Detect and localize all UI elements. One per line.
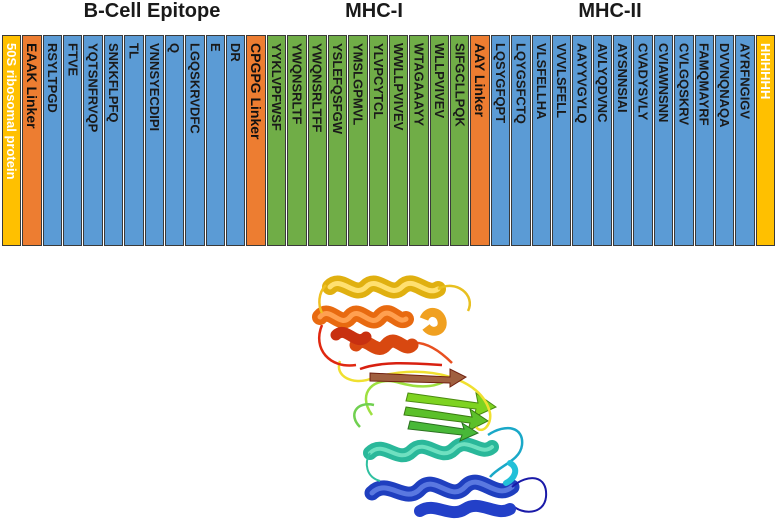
segment-mhc1: WWLLPVIVEV (389, 35, 409, 246)
segment-label: AYRFNGIGV (737, 43, 753, 120)
segment-label: VVVLSFELL (554, 43, 570, 119)
helix-orange (312, 305, 419, 355)
segment-bcell: RSYLTPGD (42, 35, 63, 246)
segment-bcell: SNKKFLPFQ (103, 35, 124, 246)
segment-label: WWLLPVIVEV (391, 43, 407, 131)
segment-label: WLLPVIVEV (431, 43, 447, 119)
helix-yellow (318, 275, 471, 336)
segment-mhc2: FAMQMAYRF (694, 35, 714, 246)
segment-label: WTAGAAAYY (411, 43, 427, 127)
segment-label: AAY Linker (472, 43, 489, 117)
segment-mhc1: YLVPCYTCL (368, 35, 388, 246)
segment-label: CPGPG Linker (248, 43, 265, 140)
segment-bcell: VNNSYECDIPI (144, 35, 164, 246)
bcell-epitope-heading: B-Cell Epitope (83, 0, 221, 22)
segment-mhc2: CVADYSVLY (633, 35, 653, 246)
segment-bcell: LGQSKRVDFC (185, 35, 205, 246)
segment-mhc2: CVIAWNSNN (653, 35, 674, 246)
coil-cyan (487, 426, 524, 486)
segment-mhc1: YYKLVPFWSF (266, 35, 287, 246)
beta-sheet-green (353, 376, 498, 442)
coil-yellow-red (318, 324, 492, 432)
segment-bcell: Q (164, 35, 185, 246)
helix-teal (363, 437, 499, 482)
segment-mhc1: YSLEFQSFGW (327, 35, 348, 246)
segment-label: RSYLTPGD (44, 43, 60, 113)
segment-mhc1: SIFGCLLPQK (450, 35, 470, 246)
segment-start: 50S ribosomal protein (2, 35, 22, 246)
segment-label: CVIAWNSNN (655, 43, 671, 123)
segment-label: SNKKFLPFQ (106, 43, 121, 123)
segment-bcell: E (205, 35, 226, 246)
segment-label: HHHHHH (757, 43, 773, 100)
segment-linker: CPGPG Linker (246, 35, 266, 246)
segment-mhc2: AVLYQDVNC (592, 35, 613, 246)
helix-blue (364, 474, 548, 519)
segment-mhc1: YWQNSRLTFF (307, 35, 327, 246)
segment-label: YQTSNFRVQP (85, 43, 101, 133)
segment-linker: EAAK Linker (22, 35, 42, 246)
segment-label: LQSYGFQPT (493, 43, 508, 124)
segment-label: EAAK Linker (24, 43, 41, 129)
segment-bcell: YQTSNFRVQP (83, 35, 103, 246)
segment-mhc1: WTAGAAAYY (409, 35, 429, 246)
protein-3d-structure (312, 275, 548, 519)
segment-mhc1: YWQNSRLTF (287, 35, 307, 246)
segment-label: AVLYQDVNC (594, 43, 610, 123)
segment-label: AAYYVGYLQ (574, 43, 590, 124)
segment-label: YMSLGPMVL (350, 43, 366, 126)
segment-mhc2: DVVNQNAQA (714, 35, 735, 246)
segment-label: FTVE (65, 43, 81, 77)
segment-label: YLVPCYTCL (370, 43, 386, 120)
segment-end: HHHHHH (755, 35, 775, 246)
segment-mhc1: YMSLGPMVL (348, 35, 368, 246)
segment-bcell: TL (124, 35, 144, 246)
segment-label: DR (228, 43, 244, 62)
segment-bcell: FTVE (63, 35, 83, 246)
segment-label: LQYGSFCTQ (513, 43, 529, 124)
segment-label: YWQNSRLTFF (309, 43, 325, 133)
mhc1-heading: MHC-I (345, 0, 403, 22)
segment-mhc2: VLSFELLHA (531, 35, 551, 246)
segment-label: TL (126, 43, 142, 59)
segment-label: E (207, 43, 223, 52)
segment-label: 50S ribosomal protein (4, 43, 20, 180)
segment-mhc2: LQYGSFCTQ (511, 35, 531, 246)
segment-mhc2: AAYYVGYLQ (572, 35, 592, 246)
segment-label: FAMQMAYRF (696, 43, 712, 126)
segment-label: LGQSKRVDFC (187, 43, 203, 134)
segment-label: VNNSYECDIPI (146, 43, 162, 132)
segment-mhc2: AYRFNGIGV (735, 35, 755, 246)
segment-label: YSLEFQSFGW (330, 43, 346, 134)
segment-label: SIFGCLLPQK (452, 43, 468, 127)
segment-label: Q (167, 43, 183, 54)
segment-label: YYKLVPFWSF (268, 43, 284, 131)
segment-label: DVVNQNAQA (717, 43, 733, 128)
segment-mhc2: CVLGQSKRV (674, 35, 694, 246)
segment-label: CVADYSVLY (635, 43, 651, 121)
segment-bcell: DR (226, 35, 246, 246)
segment-mhc2: LQSYGFQPT (490, 35, 511, 246)
mhc2-heading: MHC-II (578, 0, 642, 22)
segment-label: YWQNSRLTF (289, 43, 305, 125)
segment-label: AYSNNSIAI (615, 43, 631, 113)
segment-mhc2: VVVLSFELL (551, 35, 572, 246)
segment-label: VLSFELLHA (533, 43, 549, 120)
segment-mhc1: WLLPVIVEV (429, 35, 450, 246)
segment-label: CVLGQSKRV (676, 43, 692, 126)
segment-linker: AAY Linker (470, 35, 490, 246)
segment-mhc2: AYSNNSIAI (613, 35, 633, 246)
